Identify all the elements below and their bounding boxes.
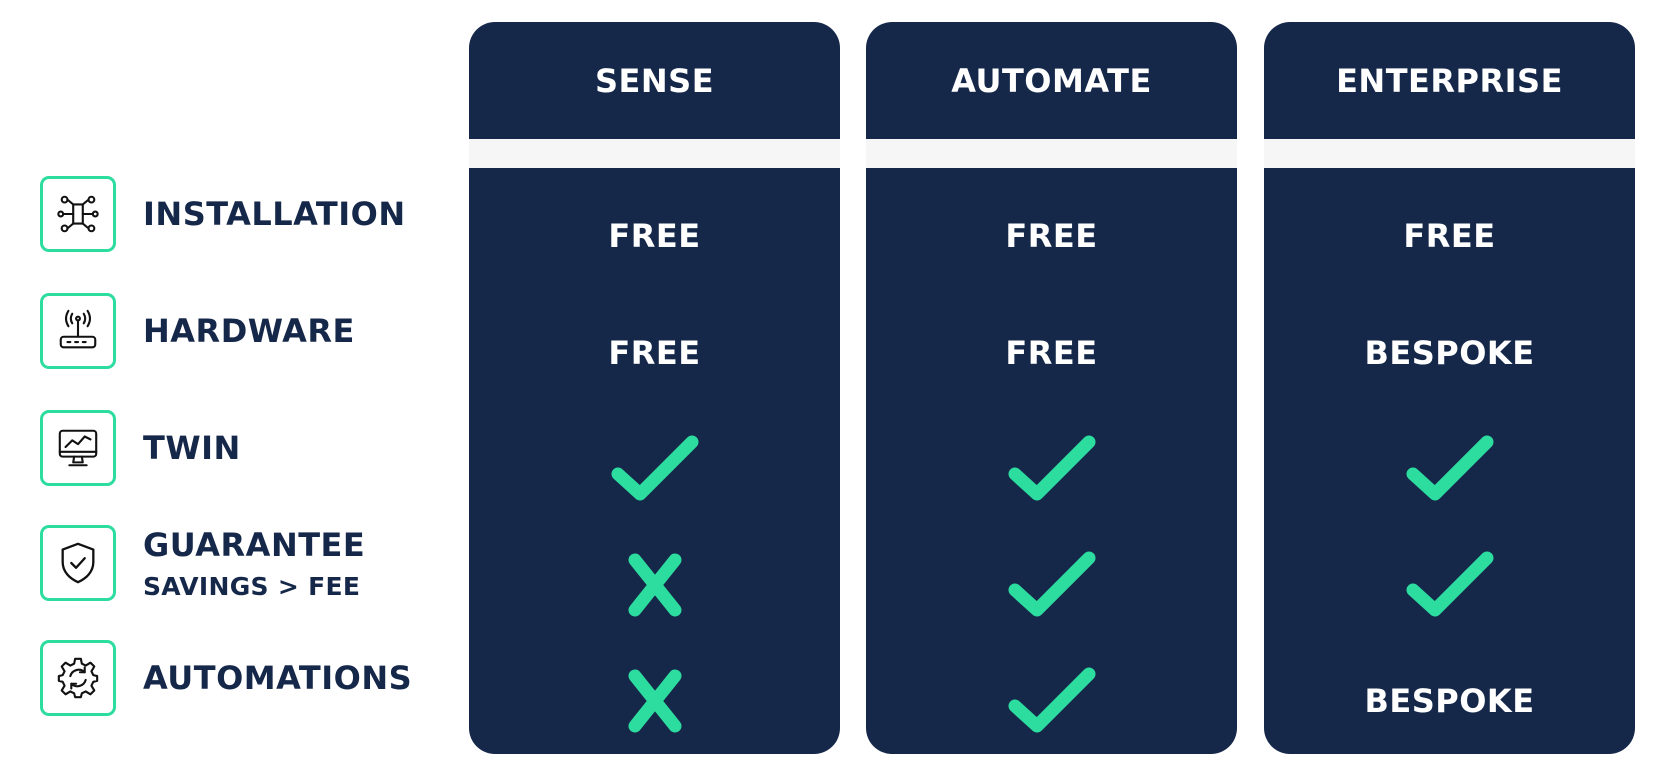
feature-label: AUTOMATIONS xyxy=(143,659,413,697)
cell-automate-hardware: FREE xyxy=(1005,334,1098,372)
feature-row-guarantee: GUARANTEE SAVINGS > FEE xyxy=(40,523,365,603)
header-divider-band xyxy=(866,139,1237,168)
installation-icon-frame xyxy=(40,176,116,252)
cell-sense-installation: FREE xyxy=(608,217,701,255)
cross-icon xyxy=(628,553,681,617)
cell-sense-automations xyxy=(469,643,840,754)
feature-label: TWIN xyxy=(143,429,241,467)
feature-row-twin: TWIN xyxy=(40,408,241,488)
cell-sense-guarantee xyxy=(469,527,840,643)
feature-sublabel: SAVINGS > FEE xyxy=(143,571,361,601)
cell-sense-twin xyxy=(469,411,840,527)
check-icon xyxy=(1406,435,1493,501)
cell-enterprise-guarantee xyxy=(1264,527,1635,643)
check-icon xyxy=(611,435,698,501)
cell-automate-twin xyxy=(866,411,1237,527)
guarantee-icon-frame xyxy=(40,525,116,601)
header-divider-band xyxy=(1264,139,1635,168)
cell-sense-hardware: FREE xyxy=(608,334,701,372)
cell-automate-installation: FREE xyxy=(1005,217,1098,255)
plan-column-automate: AUTOMATE FREE FREE xyxy=(866,22,1237,754)
cell-enterprise-twin xyxy=(1264,411,1635,527)
plan-title-enterprise: ENTERPRISE xyxy=(1336,61,1563,100)
plan-title-automate: AUTOMATE xyxy=(951,61,1152,100)
cell-automate-guarantee xyxy=(866,527,1237,643)
header-divider-band xyxy=(469,139,840,168)
plan-column-sense: SENSE FREE FREE xyxy=(469,22,840,754)
check-icon xyxy=(1406,551,1493,617)
cell-enterprise-automations: BESPOKE xyxy=(1364,682,1535,720)
plan-title-sense: SENSE xyxy=(594,61,715,100)
feature-label: HARDWARE xyxy=(143,312,355,350)
cross-icon xyxy=(628,669,681,733)
hardware-icon-frame xyxy=(40,293,116,369)
check-icon xyxy=(1008,435,1095,501)
cell-enterprise-installation: FREE xyxy=(1403,217,1496,255)
twin-icon-frame xyxy=(40,410,116,486)
feature-label: GUARANTEE SAVINGS > FEE xyxy=(143,525,366,601)
monitor-chart-icon xyxy=(58,429,98,467)
automations-icon-frame xyxy=(40,640,116,716)
cell-enterprise-hardware: BESPOKE xyxy=(1364,334,1535,372)
plan-column-enterprise: ENTERPRISE FREE BESPOKE BESPOKE xyxy=(1264,22,1635,754)
router-icon xyxy=(59,309,97,349)
feature-row-automations: AUTOMATIONS xyxy=(40,638,412,718)
cell-automate-automations xyxy=(866,643,1237,754)
circuit-icon xyxy=(57,195,99,233)
gear-cycle-icon xyxy=(57,657,99,699)
check-icon xyxy=(1008,551,1095,617)
check-icon xyxy=(1008,667,1095,733)
shield-check-icon xyxy=(61,542,95,584)
feature-row-installation: INSTALLATION xyxy=(40,174,406,254)
feature-row-hardware: HARDWARE xyxy=(40,291,355,371)
feature-label: INSTALLATION xyxy=(143,195,406,233)
